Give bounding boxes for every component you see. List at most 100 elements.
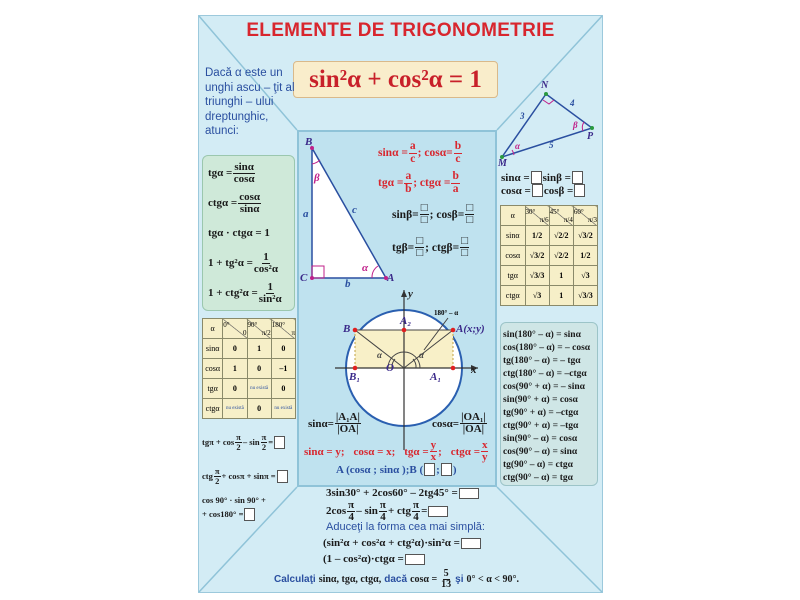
- table-cell: tgα: [500, 265, 526, 286]
- answer-box[interactable]: [428, 505, 449, 517]
- vertex-n: N: [541, 80, 549, 91]
- formula-text: cosα = x;: [353, 445, 396, 458]
- denominator: 4: [348, 510, 354, 523]
- denominator: 4: [413, 510, 419, 523]
- numerator: π: [235, 432, 242, 443]
- axis-x-label: x: [471, 364, 477, 376]
- header-cell: 60°π/3: [572, 205, 599, 226]
- denominator: □: [420, 214, 428, 226]
- formula-text: (1 – cos²α)·ctgα =: [323, 553, 404, 565]
- formula: ctg(90° – α) = tgα: [503, 471, 595, 484]
- formula-text: cos(90° – α) = sinα: [503, 446, 578, 457]
- formula-text: B (: [409, 463, 424, 476]
- formula: sin(180° – α) = sinα: [503, 328, 595, 341]
- degree-label: 30°: [525, 207, 536, 216]
- denominator: cos²α: [253, 262, 278, 275]
- side-a: a: [303, 208, 309, 220]
- answer-box[interactable]: [274, 435, 286, 449]
- numerator: 1: [262, 250, 270, 264]
- angle-alpha-left: α: [377, 350, 382, 360]
- vertex-c: C: [300, 272, 308, 284]
- formula-text: tgα =: [404, 445, 429, 458]
- degree-label: 45°: [549, 207, 560, 216]
- denominator: □: [461, 247, 469, 259]
- degree-label: 180°: [271, 320, 286, 329]
- formula-text: ;: [436, 463, 440, 476]
- header-cell: 0°0: [222, 318, 248, 339]
- formula-text: sinα =: [378, 147, 408, 159]
- numerator: 1: [266, 280, 274, 294]
- side-c: c: [352, 204, 357, 216]
- formula: + cos180° =: [202, 507, 289, 521]
- angle-alpha: α: [362, 262, 369, 274]
- answer-box[interactable]: [276, 469, 288, 483]
- formula: cos(90° + α) = – sinα: [503, 380, 595, 393]
- formula: ctg(90° + α) = –tgα: [503, 419, 595, 432]
- numerator: π: [260, 432, 268, 443]
- answer-box[interactable]: [531, 184, 543, 197]
- formula: sinα=|A₁A||OA|: [308, 412, 362, 435]
- answer-box[interactable]: [530, 171, 542, 184]
- formula: cos(90° – α) = sinα: [503, 445, 595, 458]
- side-mp: 5: [549, 140, 554, 150]
- formula: cosα = cosβ =: [501, 184, 586, 197]
- answer-box[interactable]: [460, 537, 481, 549]
- answer-box[interactable]: [404, 553, 425, 565]
- numerator: sinα: [233, 160, 255, 174]
- denominator: 2: [236, 441, 241, 452]
- side-b: b: [345, 278, 351, 290]
- formula-text: + ctg: [387, 505, 412, 517]
- formula-text: (sin²α + cos²α + ctg²α)·sin²α =: [323, 537, 460, 549]
- formula-text: ctg: [202, 471, 213, 481]
- numerator: x: [480, 439, 489, 452]
- angle-alpha-mnp: α: [515, 141, 520, 151]
- numerator: a: [408, 140, 417, 154]
- fraction: □□: [460, 235, 470, 260]
- formula-text: 1 + ctg²α =: [208, 287, 258, 299]
- formula-text: sin(180° – α) = sinα: [503, 329, 581, 340]
- sine-ratio-formula: sinα=|A₁A||OA|: [308, 412, 362, 435]
- answer-box[interactable]: [574, 184, 586, 197]
- formula-text: 2cos: [326, 505, 347, 517]
- formula-text: ; ctgβ=: [425, 241, 460, 254]
- answer-box[interactable]: [458, 487, 479, 499]
- vertex-b: B: [305, 136, 313, 148]
- point-b1-label: B₁: [349, 371, 361, 383]
- formula-text: =: [268, 437, 274, 447]
- formula: A (cosα ; sinα );B (;): [336, 463, 456, 476]
- answer-box[interactable]: [440, 463, 452, 476]
- formula: ctg(180° – α) = –ctgα: [503, 367, 595, 380]
- simplify-exercises: (sin²α + cos²α + ctg²α)·sin²α = (1 – cos²…: [323, 535, 482, 567]
- answer-box[interactable]: [244, 507, 256, 521]
- answer-box[interactable]: [424, 463, 436, 476]
- numerator: π: [213, 466, 221, 477]
- formula-text: cosα=: [432, 417, 460, 430]
- header-cell: 90°π/2: [246, 318, 272, 339]
- numerator: π: [412, 498, 421, 512]
- formula-text: sinα =: [501, 171, 530, 184]
- vertex-p: P: [587, 131, 594, 142]
- formula-text: tgα =: [208, 167, 233, 179]
- degree-label: 60°: [573, 207, 584, 216]
- formula: (sin²α + cos²α + ctg²α)·sin²α =: [323, 535, 482, 551]
- formula: 3sin30° + 2cos60° – 2tg45° =: [326, 484, 480, 502]
- answer-box[interactable]: [571, 171, 583, 184]
